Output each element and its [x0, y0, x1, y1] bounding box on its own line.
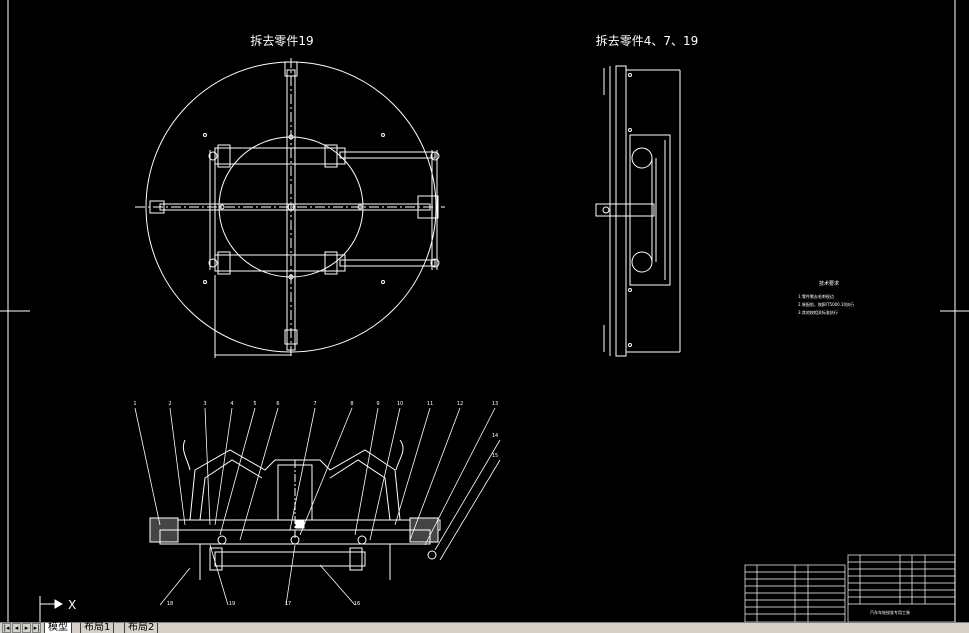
leader-lines — [134, 407, 501, 606]
tech-req-title: 技术要求 — [819, 280, 839, 287]
title-block-name: 汽车车轮校准专用工装 — [870, 609, 910, 615]
balloon-labels: 1 2 3 4 5 6 7 8 9 10 11 12 13 14 15 18 1… — [133, 401, 498, 607]
balloon-13: 13 — [492, 401, 498, 407]
balloon-3: 3 — [203, 401, 206, 407]
balloon-5: 5 — [253, 401, 256, 407]
view2-title: 拆去零件4、7、19 — [596, 33, 699, 48]
balloon-2: 2 — [168, 401, 171, 407]
layout-tab-bar: |◂ ◂ ▸ ▸| 模型 布局1 布局2 — [0, 622, 969, 633]
tech-req-line-1: 1.零件需去毛刺锐边 — [798, 293, 834, 299]
balloon-9: 9 — [376, 401, 379, 407]
balloon-6: 6 — [276, 401, 279, 407]
balloon-4: 4 — [230, 401, 233, 407]
balloon-19: 19 — [229, 601, 235, 607]
balloon-7: 7 — [313, 401, 316, 407]
tab-layout1[interactable]: 布局1 — [80, 623, 115, 633]
balloon-8: 8 — [350, 401, 353, 407]
balloon-11: 11 — [427, 401, 433, 407]
balloon-14: 14 — [492, 433, 498, 439]
balloon-1: 1 — [133, 401, 136, 407]
title-block — [744, 554, 956, 622]
top-view — [135, 58, 445, 358]
tab-next-button[interactable]: ▸ — [22, 623, 31, 633]
section-view — [149, 439, 441, 580]
view1-title: 拆去零件19 — [250, 33, 313, 48]
tab-first-button[interactable]: |◂ — [2, 623, 11, 633]
tech-req-line-2: 2.装配前，按JB/T5000.10执行 — [798, 301, 854, 307]
technical-requirements: 技术要求 1.零件需去毛刺锐边 2.装配前，按JB/T5000.10执行 3.其… — [798, 280, 854, 315]
tab-last-button[interactable]: ▸| — [32, 623, 41, 633]
balloon-18: 18 — [167, 601, 173, 607]
side-view — [595, 65, 681, 357]
balloon-15: 15 — [492, 453, 498, 459]
balloon-10: 10 — [397, 401, 403, 407]
balloon-16: 16 — [354, 601, 360, 607]
ucs-x-label: X — [68, 598, 76, 612]
tab-prev-button[interactable]: ◂ — [12, 623, 21, 633]
ucs-icon — [39, 596, 64, 622]
tab-model[interactable]: 模型 — [44, 623, 72, 633]
tab-layout2[interactable]: 布局2 — [124, 623, 159, 633]
balloon-12: 12 — [457, 401, 463, 407]
balloon-17: 17 — [285, 601, 291, 607]
tech-req-line-3: 3.其他按相关标准执行 — [798, 309, 838, 315]
